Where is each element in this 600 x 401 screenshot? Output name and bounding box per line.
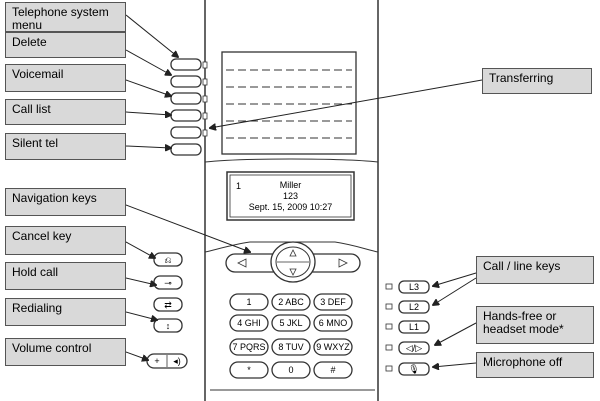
line-key-l1[interactable] bbox=[398, 320, 430, 334]
keypad-key-label: 2 ABC bbox=[278, 297, 304, 307]
line-key-l2[interactable] bbox=[398, 300, 430, 314]
display-name: Miller bbox=[279, 180, 302, 190]
down-arrow-icon[interactable] bbox=[289, 268, 297, 276]
line-key-label: L1 bbox=[409, 322, 419, 332]
keypad-key[interactable] bbox=[313, 361, 353, 379]
voicemail-key[interactable] bbox=[170, 92, 202, 105]
keypad-key-label: 5 JKL bbox=[279, 318, 302, 328]
keypad-key[interactable] bbox=[271, 314, 311, 332]
left-arrow-icon[interactable] bbox=[237, 258, 247, 268]
keypad-key[interactable] bbox=[313, 338, 353, 356]
keypad-key[interactable] bbox=[271, 361, 311, 379]
label-card bbox=[221, 51, 357, 155]
keypad-key-label: 1 bbox=[246, 297, 251, 307]
svg-text:↕: ↕ bbox=[166, 321, 171, 331]
callout-telephone-system-menu: Telephone system menu bbox=[5, 2, 126, 32]
callout-call-line-keys: Call / line keys bbox=[476, 256, 594, 284]
svg-text:+: + bbox=[154, 356, 159, 366]
display-line-number: 1 bbox=[236, 181, 242, 191]
keypad-key[interactable] bbox=[229, 338, 269, 356]
keypad-key-label: 7 PQRS bbox=[232, 342, 265, 352]
hold-toggle-key[interactable] bbox=[153, 318, 183, 333]
transfer-key[interactable] bbox=[170, 126, 202, 139]
redial-key[interactable] bbox=[153, 297, 183, 312]
line-key-l3[interactable] bbox=[398, 280, 430, 294]
callout-call-list: Call list bbox=[5, 99, 126, 125]
keypad-key-label: 9 WXYZ bbox=[316, 342, 350, 352]
function-keys-left bbox=[170, 58, 208, 156]
callout-hold-call: Hold call bbox=[5, 262, 126, 290]
right-line-keys: L3 L2 L1 ◁/▷ 🎙 bbox=[385, 280, 430, 376]
leader-lines bbox=[125, 14, 483, 367]
callout-voicemail: Voicemail bbox=[5, 64, 126, 92]
svg-text:◂): ◂) bbox=[173, 356, 181, 366]
line-key-label: L3 bbox=[409, 282, 419, 292]
microphone-icon: 🎙 bbox=[408, 364, 419, 374]
menu-key[interactable] bbox=[170, 58, 202, 71]
call-list-key[interactable] bbox=[170, 109, 202, 122]
keypad-key-label: # bbox=[330, 365, 335, 375]
display-number: 123 bbox=[282, 191, 299, 201]
keypad-key-label: 6 MNO bbox=[319, 318, 348, 328]
callout-navigation-keys: Navigation keys bbox=[5, 188, 126, 216]
silent-key[interactable] bbox=[170, 143, 202, 156]
callout-redialing: Redialing bbox=[5, 298, 126, 326]
navigation-cluster bbox=[225, 241, 361, 283]
handsfree-key[interactable] bbox=[398, 341, 430, 355]
keypad-key[interactable] bbox=[271, 338, 311, 356]
delete-key[interactable] bbox=[170, 75, 202, 88]
callout-silent-tel: Silent tel bbox=[5, 133, 126, 160]
speaker-icon: ◁/▷ bbox=[406, 343, 422, 353]
keypad-key-label: 8 TUV bbox=[278, 342, 303, 352]
keypad-key[interactable] bbox=[271, 293, 311, 311]
callout-handsfree: Hands-free or headset mode* bbox=[476, 306, 594, 344]
keypad-key-label: 0 bbox=[288, 365, 293, 375]
keypad-key-label: * bbox=[247, 365, 251, 375]
keypad-key[interactable] bbox=[313, 314, 353, 332]
left-control-keys: ⎌ ⊸ ⇄ ↕ + ◂) bbox=[146, 252, 188, 369]
svg-text:⇄: ⇄ bbox=[164, 300, 172, 310]
line-key-label: L2 bbox=[409, 302, 419, 312]
display-datetime: Sept. 15, 2009 10:27 bbox=[248, 202, 333, 212]
keypad-key-label: 3 DEF bbox=[320, 297, 346, 307]
up-arrow-icon[interactable] bbox=[289, 249, 297, 257]
callout-volume-control: Volume control bbox=[5, 338, 126, 366]
svg-text:⎌: ⎌ bbox=[164, 255, 171, 265]
right-arrow-icon[interactable] bbox=[338, 258, 348, 268]
callout-transferring: Transferring bbox=[482, 68, 592, 94]
keypad-key[interactable] bbox=[313, 293, 353, 311]
cancel-key[interactable] bbox=[153, 252, 183, 267]
lcd-display bbox=[226, 171, 355, 221]
callout-microphone-off: Microphone off bbox=[476, 352, 594, 378]
keypad-key[interactable] bbox=[229, 293, 269, 311]
svg-text:⊸: ⊸ bbox=[164, 278, 172, 288]
mic-off-key[interactable] bbox=[398, 362, 430, 376]
callout-delete: Delete bbox=[5, 32, 126, 58]
keypad-key[interactable] bbox=[229, 361, 269, 379]
callout-cancel-key: Cancel key bbox=[5, 226, 126, 255]
keypad: 1 2 ABC 3 DEF 4 GHI 5 JKL 6 MNO 7 PQRS 8 TUV 9 W… bbox=[229, 293, 353, 379]
keypad-key-label: 4 GHI bbox=[237, 318, 261, 328]
keypad-key[interactable] bbox=[229, 314, 269, 332]
